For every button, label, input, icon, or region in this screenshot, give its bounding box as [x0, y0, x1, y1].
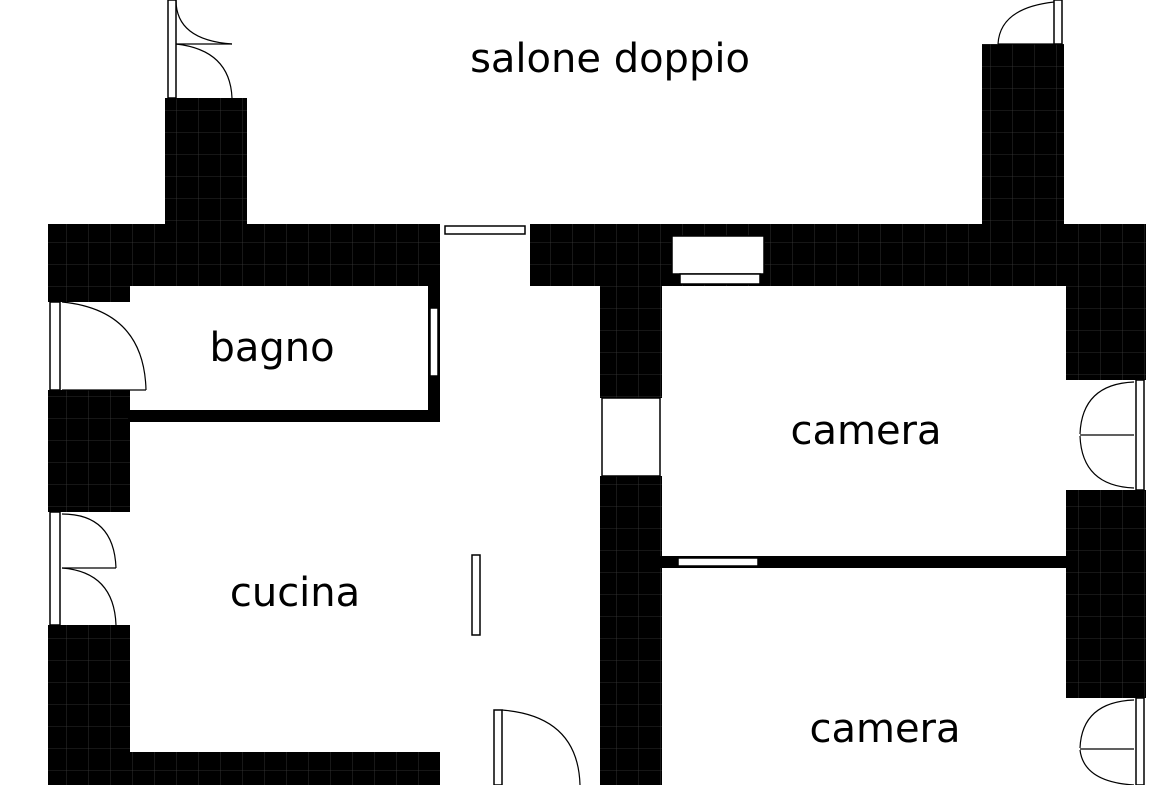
wall-pillar-right [982, 44, 1064, 226]
camera-2-interior [662, 568, 1066, 785]
windows [49, 225, 1145, 785]
label-camera-1: camera [790, 408, 941, 454]
label-cucina: cucina [230, 570, 360, 616]
label-camera-2: camera [809, 706, 960, 752]
camera-1-interior [662, 286, 1066, 556]
door-salone-left [167, 0, 233, 99]
room-labels: salone doppio bagno cucina camera camera [209, 36, 960, 752]
wall-bottom-cucina [48, 752, 494, 785]
wall-camera-divider [660, 556, 1068, 568]
window-cucina-right [471, 554, 481, 636]
wall-left-middle [48, 390, 130, 512]
wall-right-upper [1066, 224, 1146, 380]
openings [130, 224, 1066, 785]
bagno-interior [130, 286, 428, 410]
label-salone: salone doppio [470, 36, 750, 82]
label-bagno: bagno [209, 325, 334, 371]
wall-right-middle [1066, 490, 1146, 698]
window-right-camera2-frame [1135, 697, 1145, 785]
window-corridor-side [601, 397, 661, 477]
door-cucina [61, 513, 117, 626]
window-camera-top-sill [679, 273, 761, 285]
cucina-interior [130, 422, 470, 752]
wall-bagno-cucina [128, 410, 480, 422]
doors [61, 0, 1135, 785]
wall-corridor-right-lower [600, 476, 662, 785]
wall-pillar-left [165, 98, 247, 226]
window-camera-top [671, 235, 765, 275]
window-corridor-top [444, 225, 526, 235]
wall-left-top [48, 224, 130, 302]
door-salone-right [997, 0, 1063, 45]
window-left-cucina-frame [49, 511, 61, 626]
window-camera-divider [677, 557, 759, 567]
wall-corridor-top-chunk [528, 224, 662, 286]
door-camera-1 [1079, 381, 1135, 489]
window-right-camera1-frame [1135, 379, 1145, 491]
window-bagno-right [429, 307, 439, 377]
door-camera-2 [1079, 699, 1135, 785]
door-entry [493, 709, 581, 785]
door-bagno [61, 301, 147, 391]
window-left-bagno-frame [49, 301, 61, 391]
walls [48, 44, 1146, 785]
